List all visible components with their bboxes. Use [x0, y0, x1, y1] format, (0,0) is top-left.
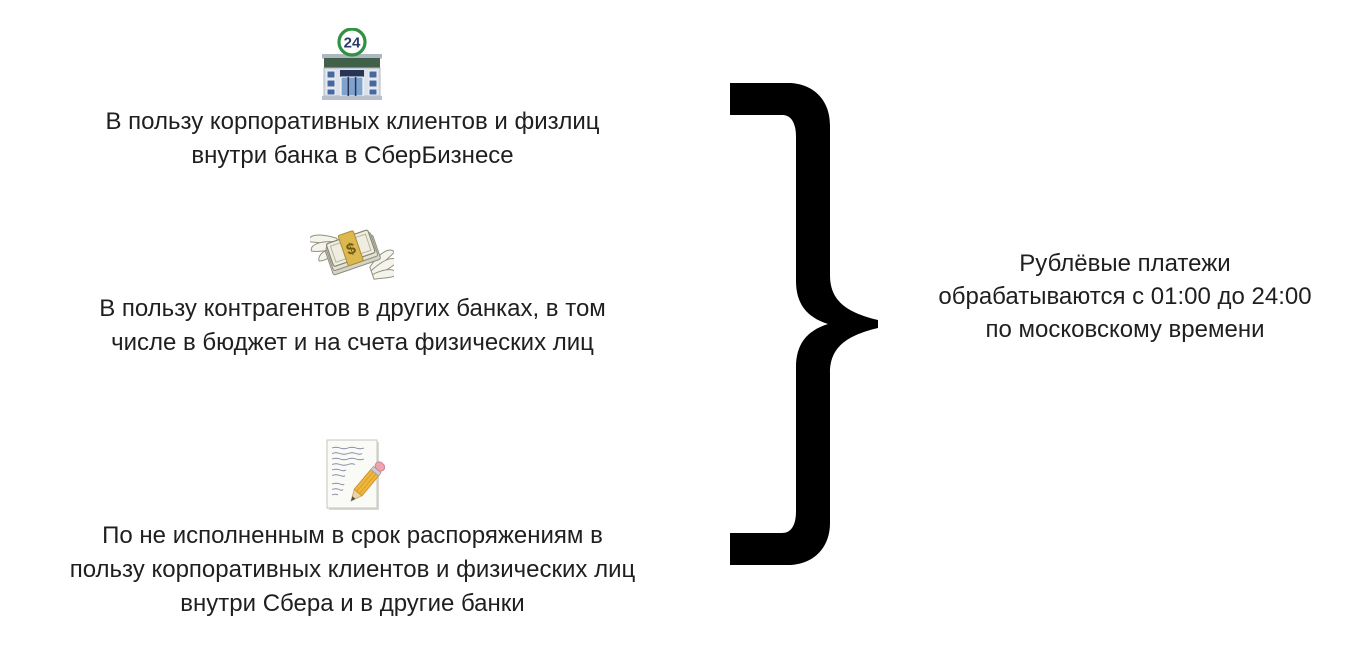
result-line-3: по московскому времени [985, 316, 1265, 343]
curly-brace-icon [730, 83, 878, 565]
item-2-line-1: В пользу контрагентов в других банках, в… [99, 295, 606, 322]
money-with-wings-icon: $ [310, 214, 394, 290]
memo-icon [321, 437, 385, 513]
bank-24-sign-label: 24 [344, 35, 361, 52]
item-3-text: По не исполненным в срок распоряжениям в… [30, 519, 675, 621]
item-1-line-1: В пользу корпоративных клиентов и физлиц [105, 108, 600, 135]
item-2-text: В пользу контрагентов в других банках, в… [30, 292, 675, 360]
result-text: Рублёвые платежи обрабатываются с 01:00 … [870, 247, 1370, 346]
result-line-2: обрабатываются с 01:00 до 24:00 [938, 283, 1312, 310]
item-1-line-2: внутри банка в СберБизнесе [191, 142, 514, 169]
item-3-line-1: По не исполненным в срок распоряжениям в [102, 522, 603, 549]
item-3-line-3: внутри Сбера и в другие банки [180, 590, 525, 617]
bank-24-icon: 24 [320, 28, 384, 100]
item-1-text: В пользу корпоративных клиентов и физлиц… [30, 105, 675, 173]
item-3-line-2: пользу корпоративных клиентов и физическ… [69, 556, 636, 583]
item-2-line-2: числе в бюджет и на счета физических лиц [111, 329, 594, 356]
result-line-1: Рублёвые платежи [1019, 250, 1231, 277]
